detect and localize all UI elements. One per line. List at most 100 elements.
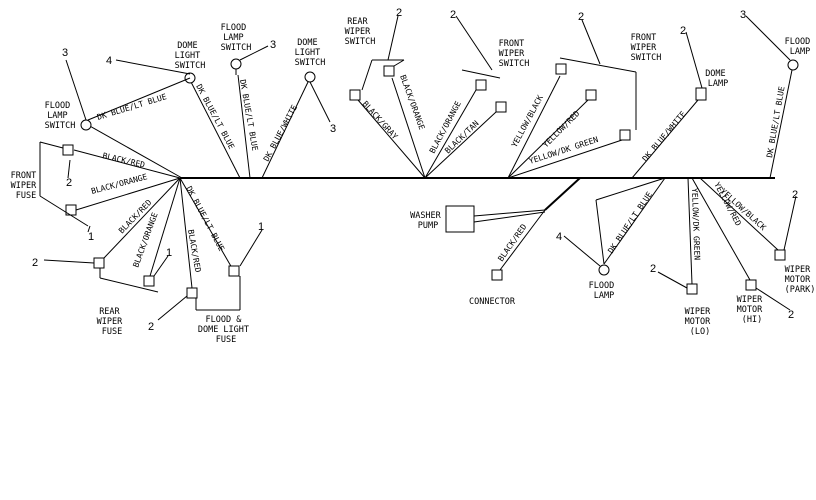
wire-front-wiper-black-tan [424, 111, 497, 179]
rear-wiper-switch-bracket-left [361, 59, 373, 91]
label-front-wiper-fuse: FRONT WIPER FUSE [11, 171, 42, 201]
callout-c1: 3 [62, 47, 68, 59]
flood-dome-fuse-connector-2 [228, 265, 240, 277]
leader-c1 [65, 59, 87, 121]
callout-c8: 2 [680, 25, 686, 37]
callout-c13: 1 [166, 247, 172, 259]
wire-front-wiper-black-orange [424, 89, 477, 179]
wire-yellow-black [507, 75, 561, 179]
leader-c3 [239, 45, 269, 61]
wire-label-w1: DK BLUE/LT BLUE [96, 92, 168, 122]
wire-label-w4: DK BLUE/WHITE [262, 103, 299, 163]
front-wiper-switch-b-bracket-top [559, 57, 637, 73]
label-dome-light-switch-right: DOME LIGHT SWITCH [295, 38, 326, 68]
callout-c4: 3 [330, 123, 336, 135]
label-front-wiper-switch-a: FRONT WIPER SWITCH [499, 39, 530, 69]
leader-c2 [115, 59, 191, 75]
flood-dome-fuse-connector-1 [186, 287, 198, 299]
leader-c6 [455, 15, 493, 71]
leader-c18 [657, 271, 688, 289]
wire-flood-lamp-bottom-a [595, 177, 666, 201]
label-flood-lamp-top-right: FLOOD LAMP [785, 37, 816, 57]
wire-dome-lamp-right [631, 99, 699, 179]
callout-c7: 2 [578, 11, 584, 23]
wire-flood-lamp-switch-top [237, 74, 251, 179]
wire-label-w15: BLACK/ORANGE [90, 172, 148, 196]
label-dome-lamp: DOME LAMP [705, 69, 731, 89]
label-connector: CONNECTOR [469, 297, 516, 307]
leader-c13 [153, 255, 169, 277]
front-wiper-switch-b-connector-3 [619, 129, 631, 141]
leader-c5 [387, 15, 399, 61]
front-wiper-switch-connector-2 [495, 101, 507, 113]
wire-label-w22: YELLOW/DK GREEN [690, 188, 702, 261]
wire-label-w3: DK BLUE/LT BLUE [238, 79, 259, 152]
callout-c11: 1 [88, 231, 94, 243]
wire-label-w2: DK BLUE/LT BLUE [194, 83, 236, 151]
wiper-motor-park-connector [774, 249, 786, 261]
wire-dome-light-switch-left [189, 79, 241, 179]
label-washer-pump: WASHER PUMP [410, 211, 446, 231]
wire-wiper-motor-park [699, 177, 779, 251]
label-flood-lamp-bottom: FLOOD LAMP [589, 281, 620, 301]
callout-c12: 2 [32, 257, 38, 269]
callout-c14: 2 [148, 321, 154, 333]
callout-c10: 2 [66, 177, 72, 189]
callout-c3: 3 [270, 39, 276, 51]
wire-rear-wiper-fuse-1 [103, 177, 181, 259]
dome-lamp-connector [695, 87, 707, 101]
front-wiper-switch-b-connector-1 [555, 63, 567, 75]
callout-c15: 1 [258, 221, 264, 233]
front-wiper-fuse-bracket-bottom [39, 195, 89, 227]
wire-label-w11: YELLOW/DK GREEN [528, 135, 600, 166]
wire-dome-light-switch-right [261, 81, 309, 179]
label-front-wiper-switch-b: FRONT WIPER SWITCH [631, 33, 662, 63]
label-wiper-motor-park: WIPER MOTOR (PARK) [785, 265, 816, 295]
connector-plug [491, 269, 503, 281]
wire-label-w5: BLACK/GRAY [361, 99, 400, 141]
callout-c5: 2 [396, 7, 402, 19]
leader-c11 [87, 225, 91, 233]
front-wiper-switch-connector-1 [475, 79, 487, 91]
wiper-motor-hi-connector [745, 279, 757, 291]
flood-lamp-switch-top-connector [230, 58, 242, 70]
rear-wiper-switch-connector-2 [383, 65, 395, 77]
callout-c9: 3 [740, 9, 746, 21]
wire-label-w21: DK BLUE/LT BLUE [606, 190, 654, 255]
leader-c12 [43, 259, 95, 264]
wire-label-w12: DK BLUE/WHITE [641, 109, 688, 163]
callout-c17: 4 [556, 231, 562, 243]
wire-washer-pump-1 [473, 209, 546, 217]
flood-lamp-top-right-connector [787, 59, 799, 71]
leader-c20 [783, 195, 797, 251]
rear-wiper-fuse-bracket [99, 277, 159, 293]
leader-c17 [563, 235, 601, 267]
wire-dome-to-flood-switch [87, 77, 191, 121]
wire-flood-dome-fuse-1 [179, 177, 193, 289]
wire-label-w13: DK BLUE/LT BLUE [765, 85, 786, 158]
label-rear-wiper-fuse: REAR WIPER FUSE [97, 307, 128, 337]
leader-c8 [685, 31, 703, 89]
label-flood-lamp-switch-left: FLOOD LAMP SWITCH [45, 101, 76, 131]
flood-lamp-bottom-connector [598, 264, 610, 276]
leader-c10 [67, 159, 71, 179]
label-rear-wiper-switch: REAR WIPER SWITCH [345, 17, 376, 47]
wire-rear-wiper-fuse-2 [149, 177, 181, 277]
wire-connector [499, 209, 546, 271]
leader-c4 [309, 81, 331, 123]
wire-washer-pump-2 [473, 211, 546, 223]
leader-c15 [239, 229, 263, 267]
wire-flood-lamp-bottom-b [595, 199, 605, 265]
rear-wiper-switch-connector-1 [349, 89, 361, 101]
rear-wiper-switch-bracket-right [393, 59, 405, 67]
wire-flood-dome-fuse-2 [179, 177, 233, 269]
washer-branch-trunk [544, 177, 581, 211]
wire-flood-lamp-bottom-c [603, 177, 666, 265]
wire-wiper-motor-hi [691, 177, 751, 281]
wire-flood-lamp-top-right [769, 69, 793, 179]
label-wiper-motor-lo: WIPER MOTOR (LO) [685, 307, 716, 337]
wire-yellow-dk-green [507, 139, 623, 179]
callout-c20: 2 [792, 189, 798, 201]
